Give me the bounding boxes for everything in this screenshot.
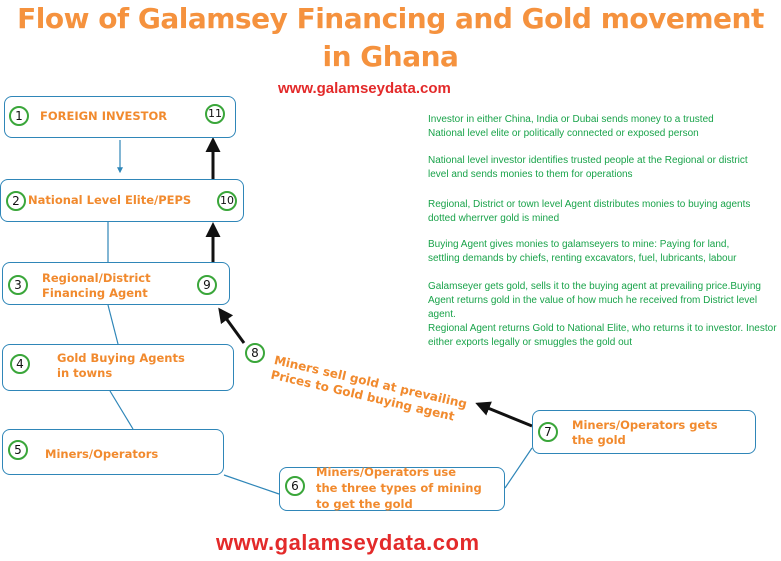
description-line: Regional, District or town level Agent d… xyxy=(428,199,751,210)
step-number-5: 5 xyxy=(8,440,28,460)
connector-4-5 xyxy=(109,390,134,430)
step-number-3: 3 xyxy=(8,275,28,295)
description-buying-agent: Buying Agent gives monies to galamseyers… xyxy=(428,238,780,266)
arrow-8-to-9 xyxy=(218,307,246,344)
step-number-7: 7 xyxy=(538,422,558,442)
description-line: Regional Agent returns Gold to National … xyxy=(428,323,777,334)
diagram-title-line1: Flow of Galamsey Financing and Gold move… xyxy=(17,2,764,35)
step-label-miners-get-gold-line1: Miners/Operators gets xyxy=(572,418,718,432)
connector-6-7 xyxy=(504,447,533,489)
step-number-4: 4 xyxy=(10,354,30,374)
step-number-8: 8 xyxy=(245,343,265,363)
description-line: Galamseyer gets gold, sells it to the bu… xyxy=(428,281,761,292)
description-line: settling demands by chiefs, renting exca… xyxy=(428,253,737,264)
description-line: either exports legally or smuggles the g… xyxy=(428,337,633,348)
step-box-gold-buying-agents xyxy=(2,344,234,391)
step-box-national-elite xyxy=(0,179,244,222)
step-box-foreign-investor xyxy=(4,96,236,138)
step-box-regional-agent xyxy=(2,262,230,305)
step-label-miners-operators: Miners/Operators xyxy=(45,447,159,461)
description-line: Agent returns gold in the value of how m… xyxy=(428,295,758,320)
step-label-miners-get-gold-line2: the gold xyxy=(572,433,626,447)
step-number-2: 2 xyxy=(6,191,26,211)
step-number-6: 6 xyxy=(285,476,305,496)
step-label-gold-buying-line2: in towns xyxy=(57,366,113,380)
step-label-national-elite: National Level Elite/PEPS xyxy=(28,193,192,207)
description-line: Buying Agent gives monies to galamseyers… xyxy=(428,239,730,250)
description-galamseyer: Galamseyer gets gold, sells it to the bu… xyxy=(428,280,780,350)
step-box-mining-types xyxy=(279,467,505,511)
step-number-1: 1 xyxy=(9,106,29,126)
description-line: National level elite or politically conn… xyxy=(428,128,699,139)
description-line: National level investor identifies trust… xyxy=(428,155,748,166)
description-investor: Investor in either China, India or Dubai… xyxy=(428,113,780,141)
description-national-investor: National level investor identifies trust… xyxy=(428,154,780,182)
website-link-bottom[interactable]: www.galamseydata.com xyxy=(216,530,480,555)
step-box-miners-operators xyxy=(2,429,224,475)
diagram-title-line2: in Ghana xyxy=(322,40,459,73)
description-line: dotted wherrver gold is mined xyxy=(428,213,560,224)
step-label-regional-agent-line1: Regional/District xyxy=(42,271,151,285)
website-link-top[interactable]: www.galamseydata.com xyxy=(278,80,451,97)
description-line: Investor in either China, India or Dubai… xyxy=(428,114,714,125)
connector-3-4 xyxy=(107,304,119,345)
step-number-10: 10 xyxy=(217,191,237,211)
description-line: level and sends monies to them for opera… xyxy=(428,169,633,180)
step-box-miners-get-gold xyxy=(532,410,756,454)
step-label-mining-types-line3: to get the gold xyxy=(316,497,413,511)
step-label-gold-buying-line1: Gold Buying Agents xyxy=(57,351,185,365)
arrow-7-to-8 xyxy=(475,401,533,428)
connector-5-6 xyxy=(223,474,280,495)
step-label-mining-types-line1: Miners/Operators use xyxy=(316,465,457,479)
step-number-11: 11 xyxy=(205,104,225,124)
step-label-regional-agent-line2: Financing Agent xyxy=(42,286,148,300)
step-label-foreign-investor: FOREIGN INVESTOR xyxy=(40,109,168,123)
step-label-mining-types-line2: the three types of mining xyxy=(316,481,482,495)
description-regional-agent: Regional, District or town level Agent d… xyxy=(428,198,780,226)
step-number-9: 9 xyxy=(197,275,217,295)
